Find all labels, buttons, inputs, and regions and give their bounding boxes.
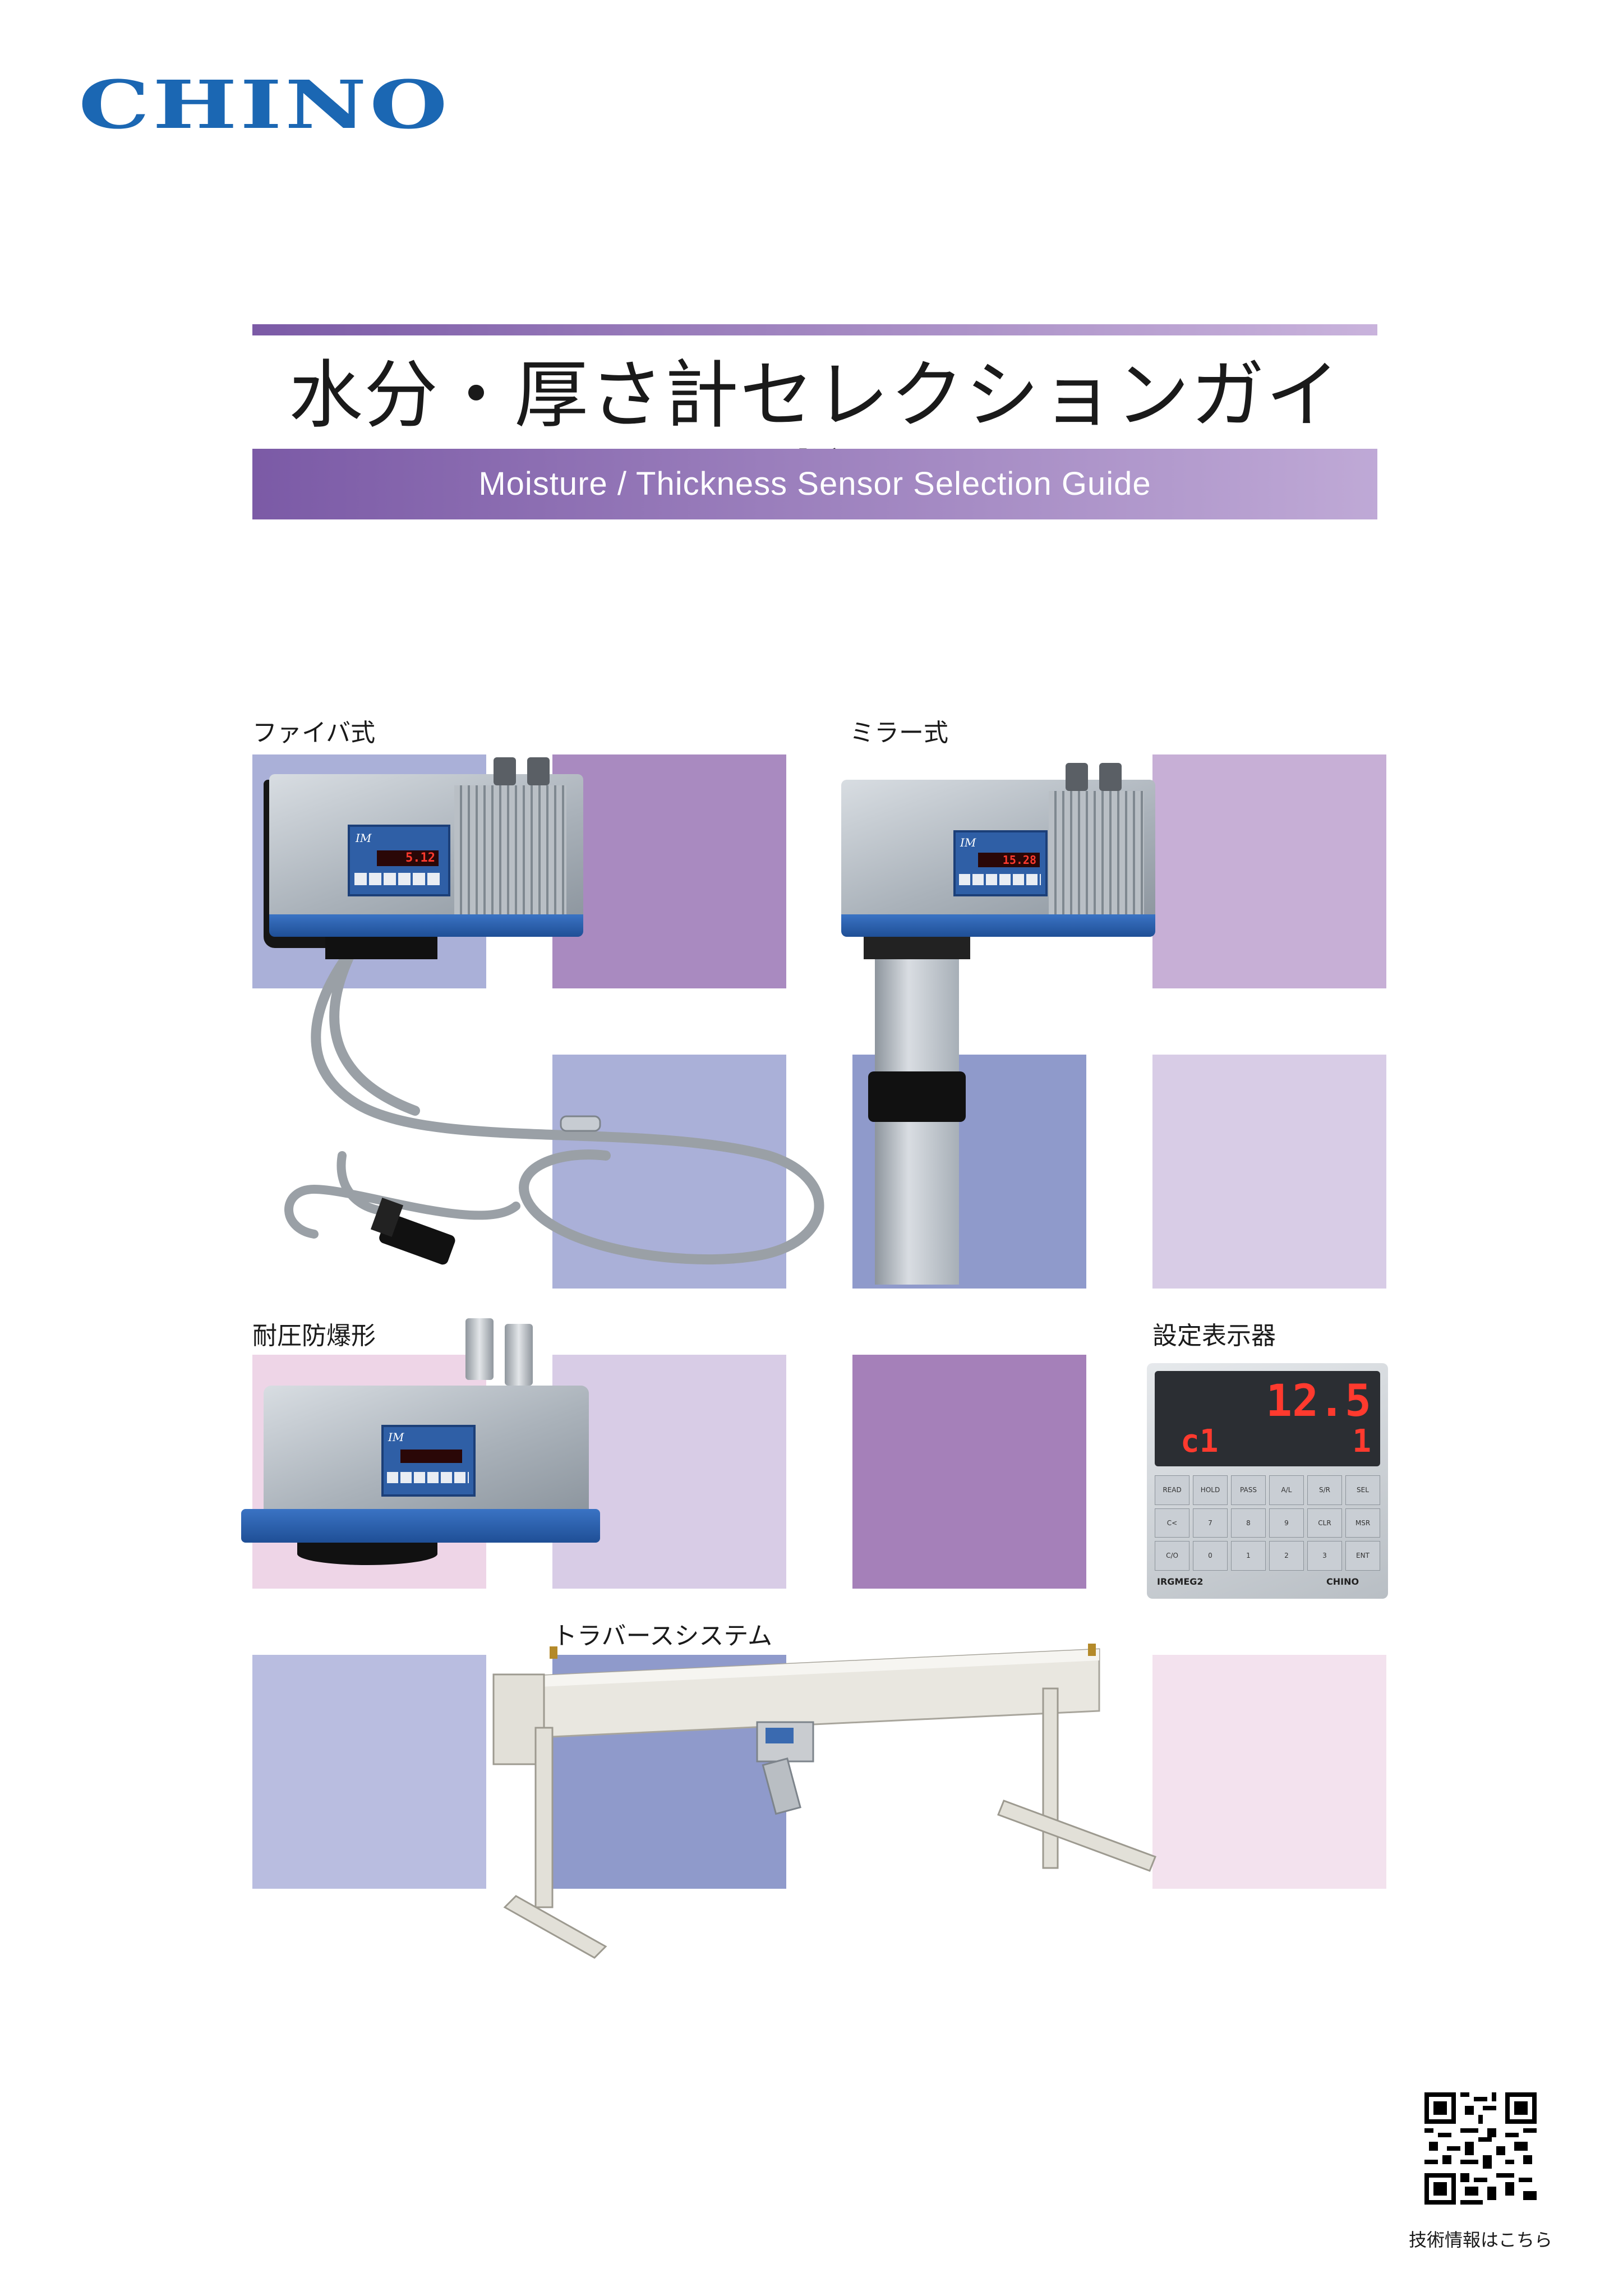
- key-msr: MSR: [1345, 1508, 1380, 1538]
- key-9: 9: [1269, 1508, 1304, 1538]
- explosion-proof-sensor-image: IM: [241, 1318, 600, 1588]
- indicator-small-display-left: c1: [1181, 1423, 1219, 1460]
- fiber-sensor-image: IM 5.12: [247, 757, 824, 1265]
- key-co: C/O: [1155, 1541, 1189, 1571]
- key-sel: SEL: [1345, 1475, 1380, 1505]
- key-read: READ: [1155, 1475, 1189, 1505]
- indicator-keypad: READ HOLD PASS A/L S/R SEL C< 7 8 9 CLR …: [1155, 1475, 1380, 1571]
- key-2: 2: [1269, 1541, 1304, 1571]
- traverse-system-image: [492, 1644, 1156, 1959]
- indicator-model: IRGMEG2: [1157, 1576, 1204, 1587]
- page-subtitle: Moisture / Thickness Sensor Selection Gu…: [478, 466, 1151, 502]
- tile-r4c1: [252, 1655, 486, 1889]
- indicator-small-display-right: 1: [1352, 1423, 1371, 1460]
- label-traverse: トラバースシステム: [552, 1622, 773, 1650]
- qr-code-icon[interactable]: [1424, 2092, 1537, 2205]
- indicator-brand: CHINO: [1326, 1576, 1359, 1587]
- mirror-sensor-image: IM 15.28: [841, 752, 1155, 1285]
- key-7: 7: [1193, 1508, 1228, 1538]
- indicator-image: 12.5 c1 1 READ HOLD PASS A/L S/R SEL C< …: [1147, 1363, 1388, 1599]
- key-3: 3: [1307, 1541, 1342, 1571]
- key-clr: CLR: [1307, 1508, 1342, 1538]
- qr-caption: 技術情報はこちら: [1408, 2229, 1552, 2251]
- tile-r2c4: [1152, 1055, 1386, 1289]
- key-al: A/L: [1269, 1475, 1304, 1505]
- title-rule: [252, 324, 1377, 335]
- key-0: 0: [1193, 1541, 1228, 1571]
- label-mirror: ミラー式: [850, 719, 948, 747]
- label-indicator: 設定表示器: [1152, 1322, 1276, 1350]
- key-sr: S/R: [1307, 1475, 1342, 1505]
- subtitle-band: [252, 449, 1377, 519]
- tile-r4c4: [1152, 1655, 1386, 1889]
- indicator-big-display: 12.5: [1266, 1376, 1371, 1427]
- key-pass: PASS: [1231, 1475, 1266, 1505]
- tile-r2c2: [552, 1055, 786, 1289]
- tile-r1c4: [1152, 754, 1386, 988]
- key-ent: ENT: [1345, 1541, 1380, 1571]
- label-fiber: ファイバ式: [252, 719, 376, 747]
- key-8: 8: [1231, 1508, 1266, 1538]
- key-hold: HOLD: [1193, 1475, 1228, 1505]
- tile-r3c3: [852, 1355, 1086, 1589]
- key-c: C<: [1155, 1508, 1189, 1538]
- chino-logo: CHINO: [79, 66, 451, 144]
- fiber-cable-icon: [284, 943, 824, 1265]
- tile-r1c2: [552, 754, 786, 988]
- key-1: 1: [1231, 1541, 1266, 1571]
- tile-r3c2: [552, 1355, 786, 1589]
- label-explosion-proof: 耐圧防爆形: [252, 1322, 376, 1350]
